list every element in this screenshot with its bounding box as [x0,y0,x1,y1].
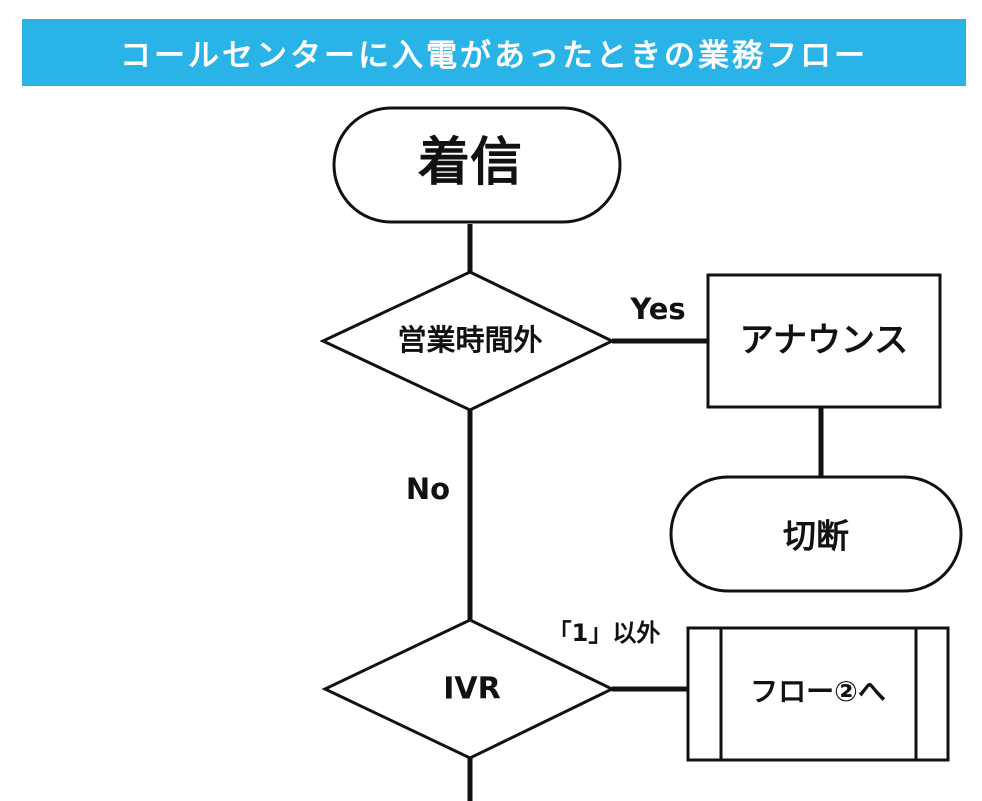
connectors [467,224,824,801]
decision-ivr [321,618,616,760]
terminator-disconnect [669,475,963,593]
announce-label: アナウンス [740,321,909,361]
predefined-process-flow2 [686,626,950,762]
not-one-label: 「1」以外 [548,619,661,647]
decision-after-hours [319,270,616,412]
page-title: コールセンターに入電があったときの業務フロー [120,38,868,74]
terminator-incoming [332,106,622,224]
title-banner: コールセンターに入電があったときの業務フロー [22,19,966,86]
after-hours-label: 営業時間外 [397,323,542,357]
no-label: No [406,472,450,506]
ivr-label: IVR [443,672,500,707]
flow2-label: フロー②へ [750,675,886,708]
process-announce [706,273,942,409]
disconnect-label: 切断 [783,517,849,556]
incoming-label: 着信 [418,133,522,193]
yes-label: Yes [629,292,685,326]
